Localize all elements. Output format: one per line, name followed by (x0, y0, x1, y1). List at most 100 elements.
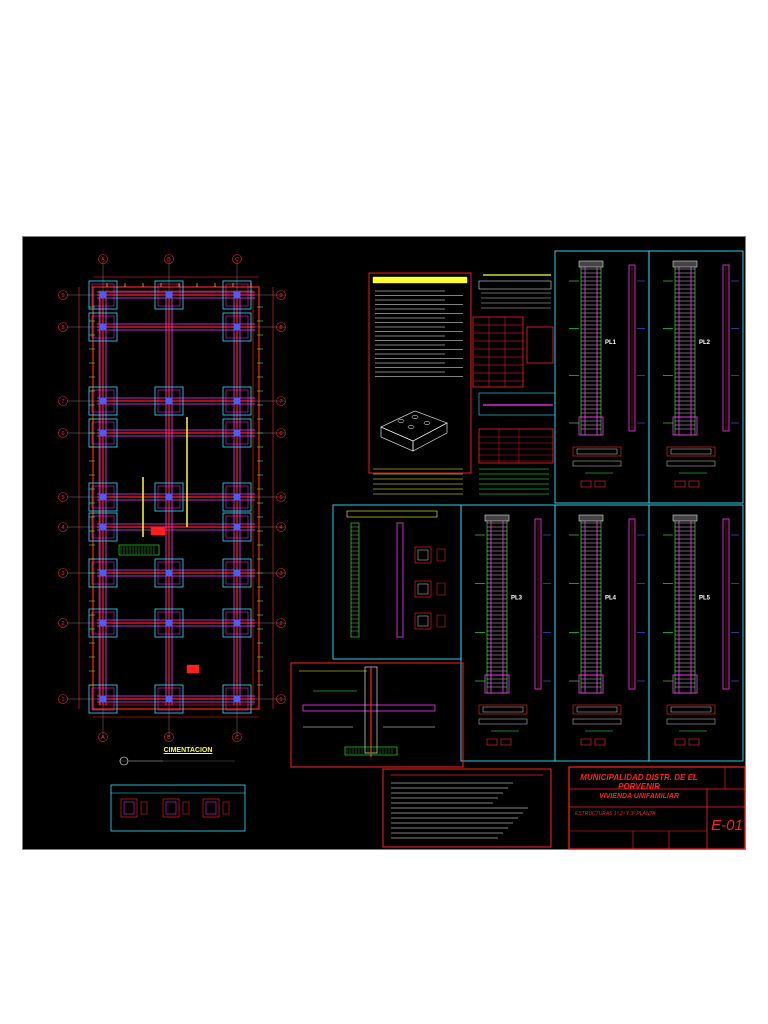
rebar-table (472, 274, 556, 495)
grid-bubble-label: B (167, 735, 171, 741)
general-notes-box (382, 768, 552, 848)
footing (222, 512, 252, 542)
column (99, 619, 107, 627)
foundation-detail-box (290, 662, 464, 768)
beam-detail (478, 392, 556, 416)
grid-bubble-row (58, 428, 68, 438)
column-label: PL4 (605, 596, 617, 602)
column-panel: PL1 (554, 250, 650, 504)
column (165, 493, 173, 501)
grid-bubble-row (58, 492, 68, 502)
grid-bubble-row (276, 694, 286, 704)
footing (88, 312, 118, 342)
title-block-sheet-name: ESTRUCTURAS 1º,2º Y 3º PLANTA (575, 811, 656, 817)
footing (88, 512, 118, 542)
title-block-sheet-number: E-01 (711, 817, 743, 834)
hook-detail (526, 326, 554, 364)
column (233, 291, 241, 299)
column-section (666, 704, 716, 715)
schedule-table (478, 428, 554, 464)
grid-bubble-row (276, 322, 286, 332)
grid-bubble-label: A (101, 257, 105, 263)
column-panel: PL2 (648, 250, 744, 504)
column-label: PL5 (699, 596, 711, 602)
column (99, 323, 107, 331)
column (233, 323, 241, 331)
footing (88, 684, 118, 714)
column-panel: PL5 (648, 504, 744, 762)
column-section (572, 446, 622, 457)
footing (222, 280, 252, 310)
column (99, 493, 107, 501)
grid-bubble-column (98, 732, 108, 742)
grid-bubble-row (58, 568, 68, 578)
grid-bubble-column (164, 254, 174, 264)
footing (88, 386, 118, 416)
grid-bubble-row (58, 694, 68, 704)
grid-bubble-label: 4 (61, 525, 64, 531)
footing-details (110, 784, 246, 832)
footing (154, 558, 184, 588)
footing (154, 482, 184, 512)
grid-bubble-label: 3 (279, 571, 282, 577)
column (165, 291, 173, 299)
column (99, 695, 107, 703)
specifications-box (368, 272, 472, 495)
grid-bubble-row (58, 290, 68, 300)
grid-bubble-label: 8 (61, 325, 64, 331)
column-label: PL2 (699, 340, 711, 346)
red-block (150, 526, 166, 536)
title-block (568, 766, 745, 849)
grid-bubble-label: 1 (61, 697, 64, 703)
grid-bubble-row (58, 322, 68, 332)
grid-bubble-row (276, 290, 286, 300)
column (99, 523, 107, 531)
grid-bubble-label: 5 (279, 495, 282, 501)
grid-bubble-label: 9 (279, 293, 282, 299)
grid-bubble-label: 5 (61, 495, 64, 501)
column-section (666, 446, 716, 457)
footing (222, 418, 252, 448)
grid-bubble-label: A (101, 735, 105, 741)
plan-title: CIMENTACION (163, 747, 213, 754)
grid-bubble-label: 1 (279, 697, 282, 703)
title-block-frame (568, 766, 745, 849)
column (233, 619, 241, 627)
footing (222, 482, 252, 512)
stair-hatch (118, 544, 160, 556)
column-panel: PL3 (460, 504, 556, 762)
grid-bubble-label: 6 (61, 431, 64, 437)
footing (154, 684, 184, 714)
grid-bubble-row (58, 396, 68, 406)
column (165, 619, 173, 627)
footing (222, 386, 252, 416)
footing (154, 280, 184, 310)
footing (154, 386, 184, 416)
grid-bubble-column (232, 254, 242, 264)
grid-bubble-label: 2 (61, 621, 64, 627)
footing (222, 608, 252, 638)
column-elevation (486, 516, 508, 694)
grid-bubble-label: 9 (61, 293, 64, 299)
grid-bubble-row (276, 618, 286, 628)
plan-outline (92, 286, 260, 710)
grid-bubble-row (276, 428, 286, 438)
grid-bubble-row (58, 522, 68, 532)
column-panel: PL4 (554, 504, 650, 762)
grid-bubble-row (58, 618, 68, 628)
red-block (186, 664, 200, 674)
footing (88, 482, 118, 512)
column-section (478, 704, 528, 715)
title-block-client: MUNICIPALIDAD DISTR. DE EL PORVENIR (580, 773, 698, 791)
beam-sections-box (332, 504, 462, 660)
footing (88, 608, 118, 638)
grid-bubble-row (276, 492, 286, 502)
grid-bubble-row (276, 396, 286, 406)
column (233, 429, 241, 437)
grid-bubble-label: C (235, 735, 239, 741)
footing (222, 312, 252, 342)
grid-bubble-label: 3 (61, 571, 64, 577)
